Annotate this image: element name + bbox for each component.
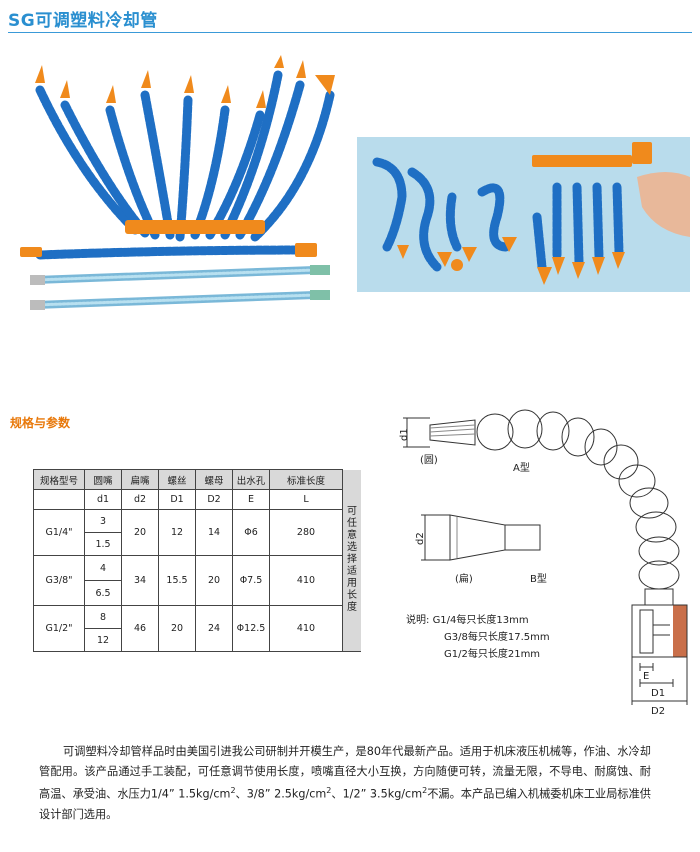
cell: 410 xyxy=(269,555,343,606)
table-row: 1.5 xyxy=(34,532,362,556)
note-line-1: 说明: G1/4每只长度13mm xyxy=(406,615,529,626)
spec-notes: 说明: G1/4每只长度13mm G3/8每只长度17.5mm G1/2每只长度… xyxy=(406,612,550,663)
dim-d1: d1 xyxy=(399,428,410,441)
label-type-a: A型 xyxy=(513,461,530,474)
subheader: d2 xyxy=(121,489,159,510)
col-header: 规格型号 xyxy=(33,469,85,490)
dim-D1: D1 xyxy=(651,688,665,699)
col-header: 出水孔 xyxy=(232,469,270,490)
table-subheader-row: d1 d2 D1 D2 E L xyxy=(33,489,362,510)
note-line-3: G1/2每只长度21mm xyxy=(444,649,541,660)
dim-d2: d2 xyxy=(415,532,426,545)
cell: 12 xyxy=(84,628,122,652)
col-header: 扁嘴 xyxy=(121,469,159,490)
table-row: G1/4" 3 20 12 14 Φ6 280 xyxy=(33,509,362,556)
cell: 12 xyxy=(158,509,196,556)
note-prefix: 说明: xyxy=(406,615,430,626)
col-header: 标准长度 xyxy=(269,469,343,490)
spec-table: 规格型号 圆嘴 扁嘴 螺丝 螺母 出水孔 标准长度 可任意选择适用长度 d1 d… xyxy=(33,469,361,652)
cell: Φ7.5 xyxy=(232,555,270,606)
col-header: 螺丝 xyxy=(158,469,196,490)
page-title: SG可调塑料冷却管 xyxy=(8,11,158,31)
subheader: E xyxy=(232,489,270,510)
table-row: 6.5 xyxy=(34,580,362,606)
cell: 3 xyxy=(84,509,122,533)
cell: 4 xyxy=(84,555,122,581)
dim-D2: D2 xyxy=(651,706,665,715)
cell: Φ6 xyxy=(232,509,270,556)
cell: 6.5 xyxy=(84,580,122,606)
technical-drawing: d1 (圆) A型 d2 (扁) B型 E D1 D2 xyxy=(399,409,688,715)
cell: 46 xyxy=(121,605,159,652)
cell: 1.5 xyxy=(84,532,122,556)
cell: Φ12.5 xyxy=(232,605,270,652)
dim-e: E xyxy=(643,671,649,682)
title-divider xyxy=(8,32,692,33)
cell: 15.5 xyxy=(158,555,196,606)
product-description: 可调塑料冷却管样品时由美国引进我公司研制并开模生产，是80年代最新产品。适用于机… xyxy=(39,742,651,824)
table-header-row: 规格型号 圆嘴 扁嘴 螺丝 螺母 出水孔 标准长度 可任意选择适用长度 xyxy=(33,469,361,652)
table-row: 12 xyxy=(34,628,362,652)
label-flat: (扁) xyxy=(455,572,473,585)
spec-section-title: 规格与参数 xyxy=(10,416,71,430)
cell: 20 xyxy=(121,509,159,556)
table-row: G1/2" 8 46 20 24 Φ12.5 410 xyxy=(33,605,362,652)
cell: 20 xyxy=(195,555,233,606)
cell: 20 xyxy=(158,605,196,652)
col-header: 圆嘴 xyxy=(84,469,122,490)
label-type-b: B型 xyxy=(530,572,547,585)
product-photo-hoses xyxy=(20,55,335,310)
subheader: D1 xyxy=(158,489,196,510)
subheader: L xyxy=(269,489,343,510)
table-row: G3/8" 4 34 15.5 20 Φ7.5 410 xyxy=(33,555,362,606)
cell: 14 xyxy=(195,509,233,556)
model-cell: G1/2" xyxy=(33,605,85,652)
subheader: D2 xyxy=(195,489,233,510)
cell: 8 xyxy=(84,605,122,629)
label-round: (圆) xyxy=(420,454,438,466)
cell: 280 xyxy=(269,509,343,556)
col-header: 螺母 xyxy=(195,469,233,490)
model-cell: G1/4" xyxy=(33,509,85,556)
description-paragraph: 可调塑料冷却管样品时由美国引进我公司研制并开模生产，是80年代最新产品。适用于机… xyxy=(39,745,651,821)
note-line-2: G3/8每只长度17.5mm xyxy=(444,632,550,643)
product-photo-assembly xyxy=(357,137,690,292)
cell: 24 xyxy=(195,605,233,652)
cell: 34 xyxy=(121,555,159,606)
side-note: 可任意选择适用长度 xyxy=(342,469,361,652)
model-cell: G3/8" xyxy=(33,555,85,606)
cell: 410 xyxy=(269,605,343,652)
subheader: d1 xyxy=(84,489,122,510)
